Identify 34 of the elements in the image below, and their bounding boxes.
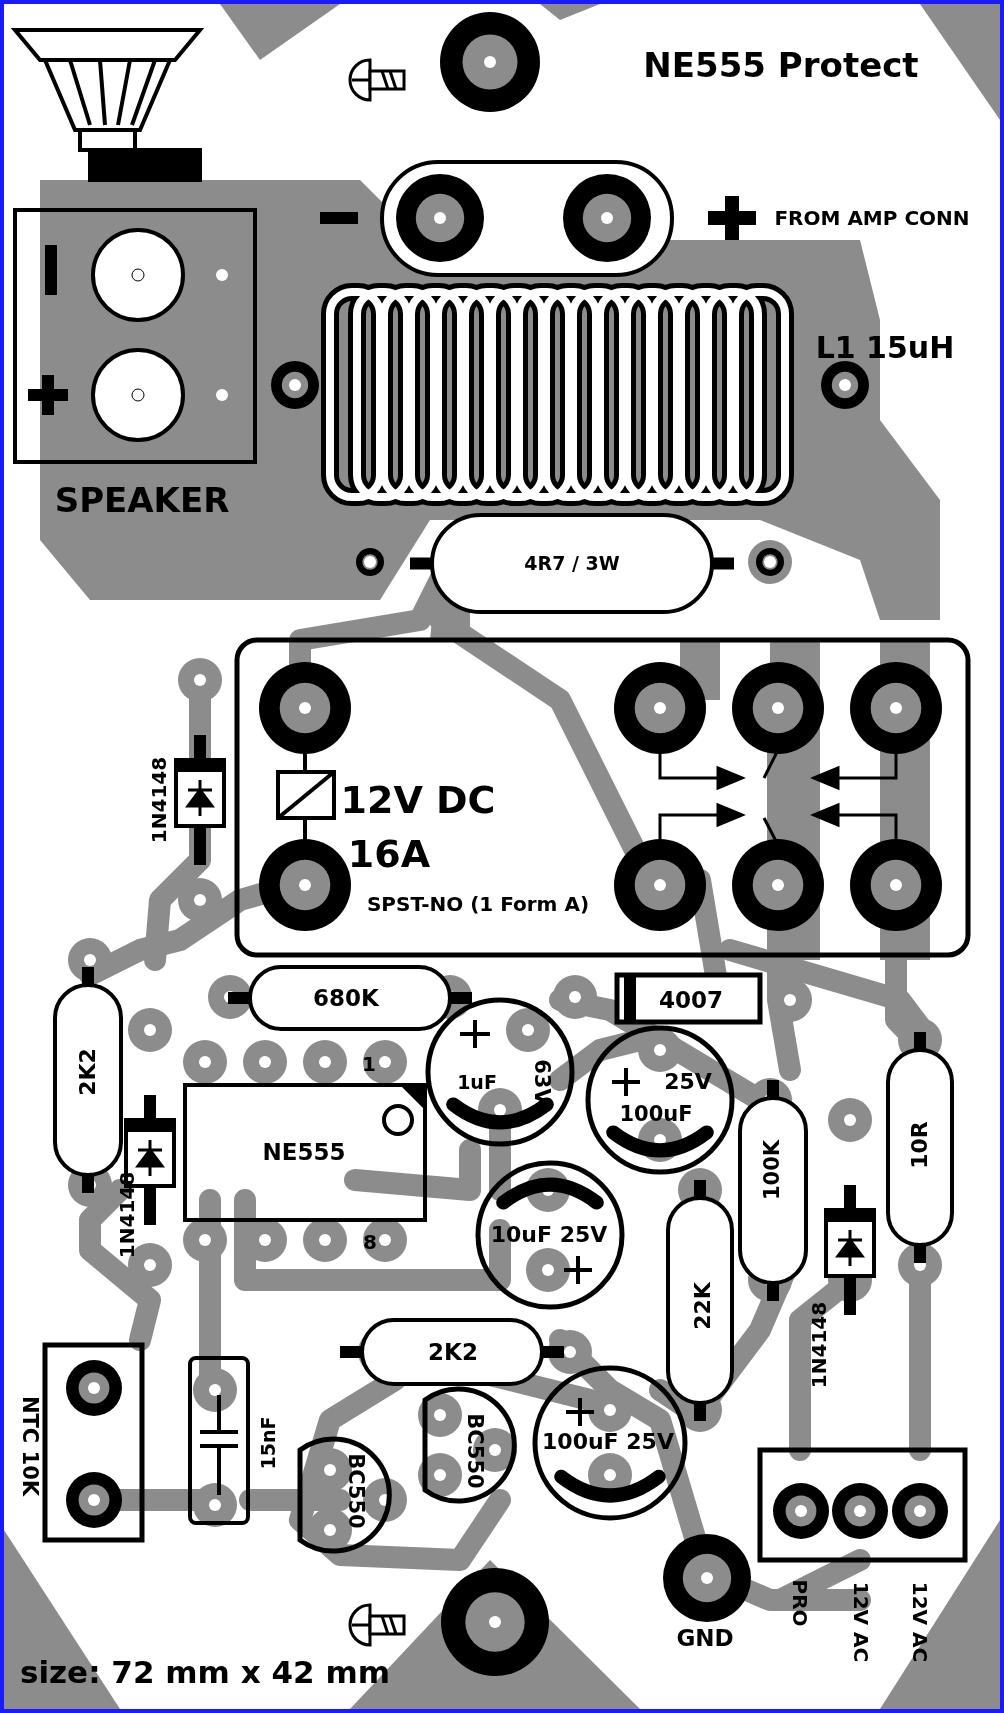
silkscreen-label: 1: [362, 1054, 376, 1074]
silkscreen-label: 25V: [664, 1071, 712, 1093]
silkscreen-label: 10uF 25V: [490, 1224, 608, 1246]
silkscreen-label: 16A: [347, 835, 431, 873]
silkscreen-label: 100uF 25V: [542, 1431, 674, 1453]
silkscreen-label: SPEAKER: [54, 483, 230, 517]
silkscreen-label: PRO: [790, 1579, 810, 1627]
silkscreen-label: GND: [676, 1626, 734, 1650]
silkscreen-label: NTC 10K: [18, 1395, 40, 1497]
silkscreen-label: 680K: [313, 986, 379, 1010]
silkscreen-label: SPST-NO (1 Form A): [366, 894, 590, 914]
silkscreen-label: 12V AC: [910, 1581, 930, 1663]
silkscreen-label: 100uF: [619, 1103, 693, 1125]
silkscreen-label: 4007: [659, 988, 723, 1012]
board-title: NE555 Protect: [643, 48, 919, 82]
silkscreen-label: 12V AC: [851, 1581, 871, 1663]
silkscreen-label: L1 15uH: [815, 333, 955, 363]
silkscreen-label: 1N4148: [149, 756, 169, 844]
silkscreen-label: BC550: [344, 1453, 366, 1529]
silkscreen-label: 8: [363, 1232, 377, 1252]
silkscreen-label: 15nF: [258, 1416, 278, 1470]
silkscreen-label: FROM AMP CONN: [774, 208, 970, 228]
silkscreen-label: NE555: [262, 1140, 346, 1164]
silkscreen-label: 10R: [909, 1121, 931, 1169]
silkscreen-label: 2K2: [428, 1340, 478, 1364]
silkscreen-label: BC550: [463, 1413, 485, 1489]
silkscreen-label: 12V DC: [340, 781, 496, 819]
silkscreen-label: 22K: [692, 1282, 714, 1330]
silkscreen-label: 1N4148: [809, 1301, 829, 1389]
silkscreen-label: 100K: [761, 1139, 783, 1201]
silkscreen-label: 2K2: [77, 1048, 99, 1096]
silkscreen-label: 1uF: [457, 1072, 497, 1092]
silkscreen-label: size: 72 mm x 42 mm: [20, 1656, 390, 1688]
silkscreen-label: 4R7 / 3W: [524, 553, 620, 573]
